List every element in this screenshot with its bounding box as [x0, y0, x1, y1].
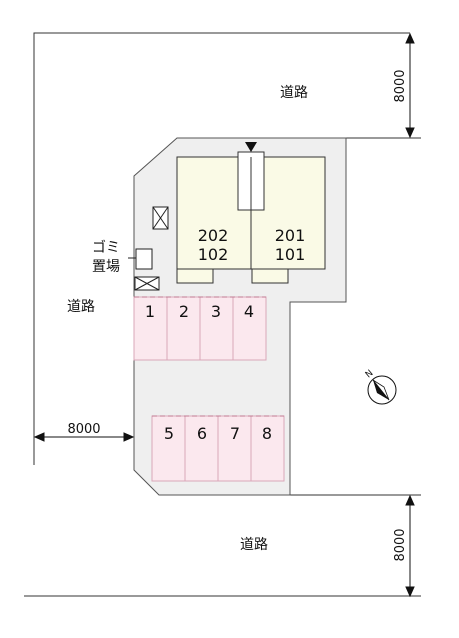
dimension-south-label: 8000	[393, 528, 408, 561]
parking-space-7: 7	[230, 424, 240, 443]
garbage-label-line1: ゴミ	[92, 239, 120, 256]
dimension-north-label: 8000	[393, 69, 408, 102]
parking-space-5: 5	[164, 424, 174, 443]
road-west-label: 道路	[67, 299, 95, 315]
parking-lower	[151, 415, 285, 482]
road-north-label: 道路	[280, 85, 308, 101]
utility-box-lower-icon	[134, 276, 160, 291]
unit-101: 101	[275, 245, 306, 264]
parking-space-3: 3	[211, 302, 221, 321]
unit-202: 202	[198, 226, 229, 245]
parking-space-6: 6	[197, 424, 207, 443]
dimension-west-label: 8000	[67, 422, 100, 437]
compass-label: N	[364, 368, 376, 380]
dimension-north	[405, 32, 415, 139]
parking-space-2: 2	[179, 302, 189, 321]
compass-icon	[367, 375, 397, 405]
building	[176, 142, 326, 284]
dimension-west	[33, 432, 135, 442]
parking-space-1: 1	[145, 302, 155, 321]
road-south-label: 道路	[240, 537, 268, 553]
garbage-area	[135, 248, 153, 270]
unit-102: 102	[198, 245, 229, 264]
garbage-label-line2: 置場	[92, 259, 120, 275]
parking-upper	[133, 296, 267, 361]
utility-box-icon	[152, 206, 169, 230]
parking-space-8: 8	[262, 424, 272, 443]
dimension-south	[405, 494, 415, 598]
parking-space-4: 4	[244, 302, 254, 321]
entrance-arrow-icon	[245, 142, 257, 152]
unit-201: 201	[275, 226, 306, 245]
